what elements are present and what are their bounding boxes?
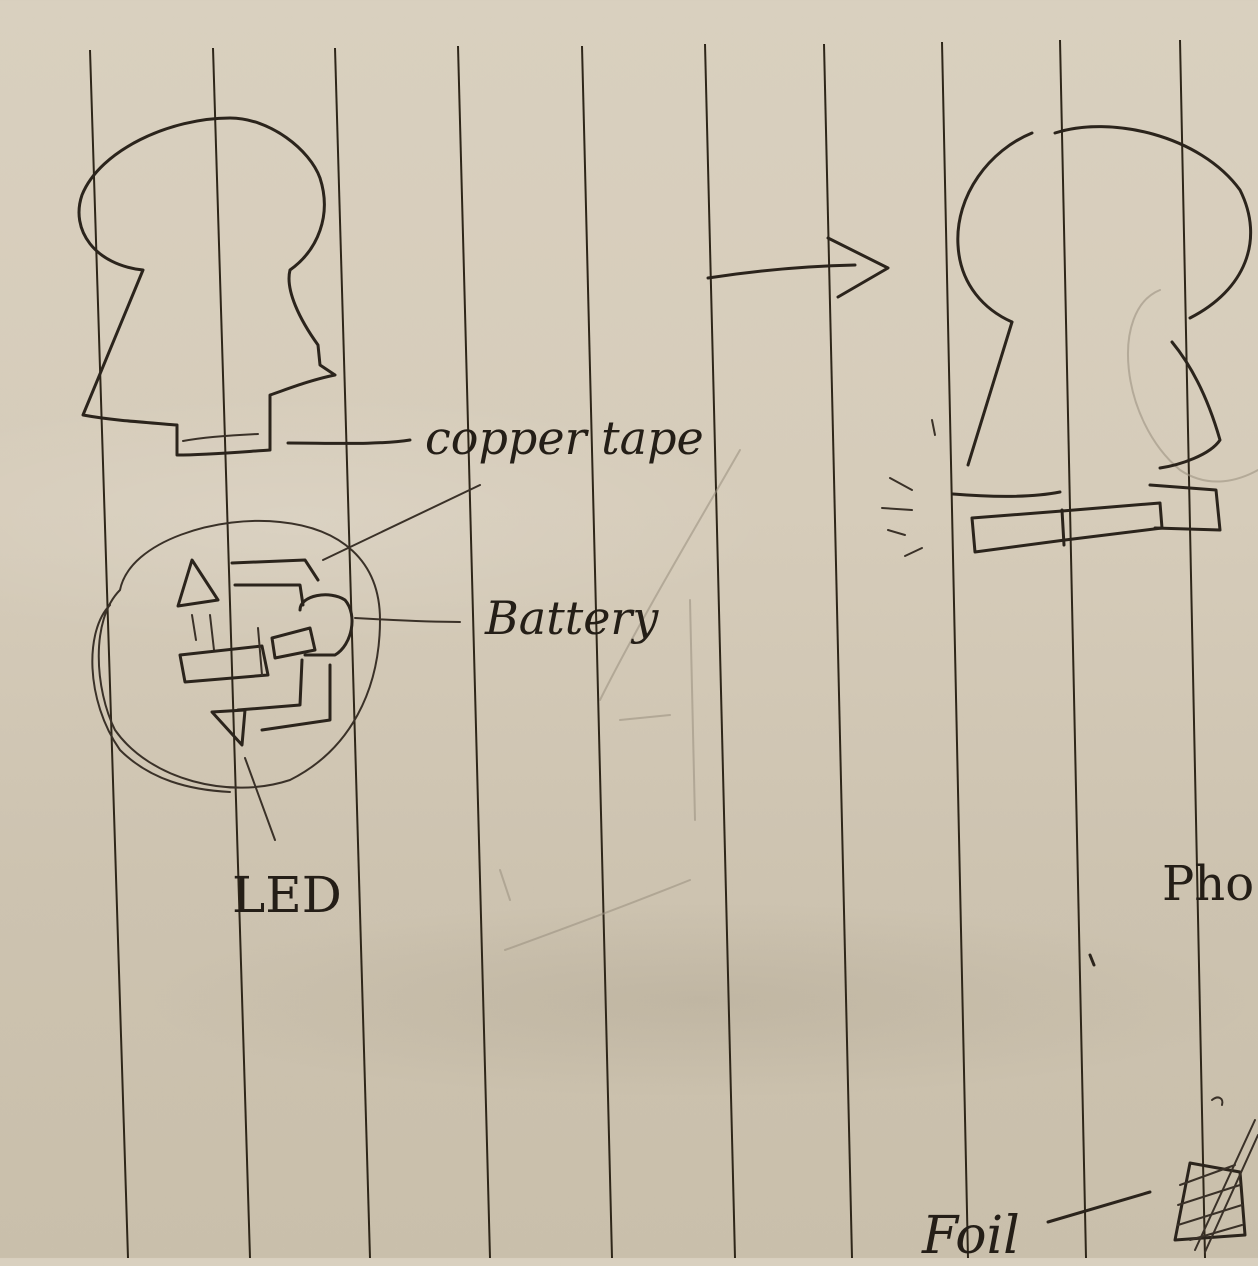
battery-leader [354, 617, 461, 623]
copper-tape-leader [286, 438, 412, 445]
copper-tape-leader-2 [322, 484, 481, 561]
circuit-detail-sketch [91, 519, 381, 793]
copper-tape-label: copper tape [425, 411, 704, 465]
ruled-lines [89, 39, 1206, 1258]
led-leader [244, 757, 276, 841]
left-head-sketch [77, 116, 337, 457]
foil-label: Foil [922, 1206, 1020, 1266]
arrow-right [706, 236, 890, 299]
battery-label: Battery [485, 591, 659, 645]
led-label: LED [232, 866, 342, 924]
erased-marks [499, 289, 1258, 951]
partial-top-right-label: Pho [1162, 856, 1255, 912]
right-head-sketch [881, 125, 1253, 557]
foil-sketch [1046, 953, 1258, 1253]
